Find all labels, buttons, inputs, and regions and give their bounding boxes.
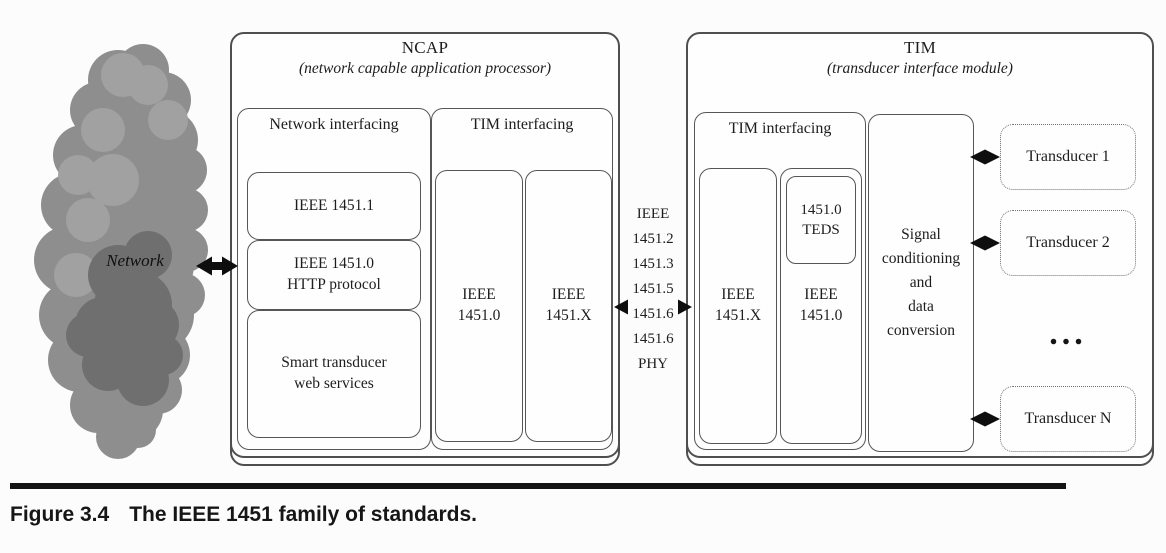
figure-caption-label: Figure 3.4 <box>10 503 110 526</box>
ncap-subtitle: (network capable application processor) <box>298 60 552 77</box>
link-protocol-list: IEEE 1451.2 1451.3 1451.5 1451.6 1451.6 … <box>632 206 674 372</box>
ncap-ieee-1451-x-column: IEEE 1451.X <box>525 170 612 442</box>
tim-tim-interfacing-label: TIM interfacing <box>728 120 832 137</box>
tim-teds-box: 1451.0 TEDS <box>786 176 856 264</box>
ncap-title: NCAP <box>401 38 449 57</box>
ncap-tim-interfacing-label: TIM interfacing <box>470 116 574 133</box>
tim-signal-conditioning-box: Signal conditioning and data conversion <box>868 114 974 452</box>
transducer-1-box: Transducer 1 <box>1000 124 1136 190</box>
ncap-ieee-1451-0-column: IEEE 1451.0 <box>435 170 523 442</box>
tim-title: TIM <box>903 38 937 57</box>
network-cloud-icon <box>34 44 208 459</box>
tim-ieee-1451-x-column: IEEE 1451.X <box>699 168 777 444</box>
network-label: Network <box>106 251 164 270</box>
ncap-network-interfacing-label: Network interfacing <box>269 116 399 133</box>
figure-caption-title: The IEEE 1451 family of standards. <box>129 503 477 526</box>
ncap-smart-transducer-web-services-box: Smart transducer web services <box>247 310 421 438</box>
tim-subtitle: (transducer interface module) <box>827 60 1013 77</box>
figure-caption: Figure 3.4 The IEEE 1451 family of standa… <box>10 503 1110 527</box>
transducer-n-box: Transducer N <box>1000 386 1136 452</box>
transducer-ellipsis: ... <box>1049 315 1087 352</box>
ncap-ieee-1451-0-http-box: IEEE 1451.0 HTTP protocol <box>247 240 421 310</box>
ncap-ieee-1451-1-box: IEEE 1451.1 <box>247 172 421 240</box>
caption-rule <box>10 483 1066 489</box>
transducer-2-box: Transducer 2 <box>1000 210 1136 276</box>
